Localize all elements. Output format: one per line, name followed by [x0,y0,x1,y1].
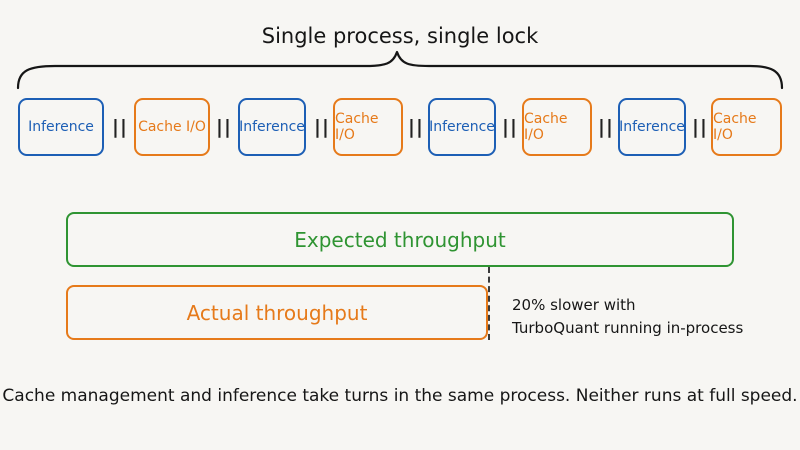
expected-throughput-label: Expected throughput [294,227,506,252]
inference-label: Inference [429,119,495,135]
cache-io-block-2: Cache I/O [333,98,403,156]
cache-io-block-4: Cache I/O [711,98,782,156]
slowdown-note: 20% slower with TurboQuant running in-pr… [512,294,772,340]
inference-block-2: Inference [238,98,306,156]
separator: || [112,116,128,138]
inference-block-1: Inference [18,98,104,156]
inference-label: Inference [28,119,94,135]
inference-block-4: Inference [618,98,686,156]
separator: || [408,116,424,138]
cache-io-block-3: Cache I/O [522,98,592,156]
separator: || [314,116,330,138]
slowdown-note-line2: TurboQuant running in-process [512,319,744,337]
separator: || [692,116,708,138]
cache-io-block-1: Cache I/O [134,98,210,156]
single-process-label: Single process, single lock [261,24,539,48]
separator: || [502,116,518,138]
cache-io-label: Cache I/O [524,111,568,143]
inference-block-3: Inference [428,98,496,156]
expected-throughput-bar: Expected throughput [66,212,734,267]
cache-io-label: Cache I/O [713,111,757,143]
separator: || [598,116,614,138]
actual-throughput-label: Actual throughput [186,300,368,325]
actual-throughput-bar: Actual throughput [66,285,488,340]
brace-icon [16,50,784,90]
cache-io-label: Cache I/O [335,111,379,143]
inference-label: Inference [239,119,305,135]
cache-io-label: Cache I/O [138,119,206,135]
diagram-caption: Cache management and inference take turn… [2,386,798,406]
separator: || [216,116,232,138]
slowdown-marker-line [488,267,490,340]
slowdown-note-line1: 20% slower with [512,296,636,314]
inference-label: Inference [619,119,685,135]
